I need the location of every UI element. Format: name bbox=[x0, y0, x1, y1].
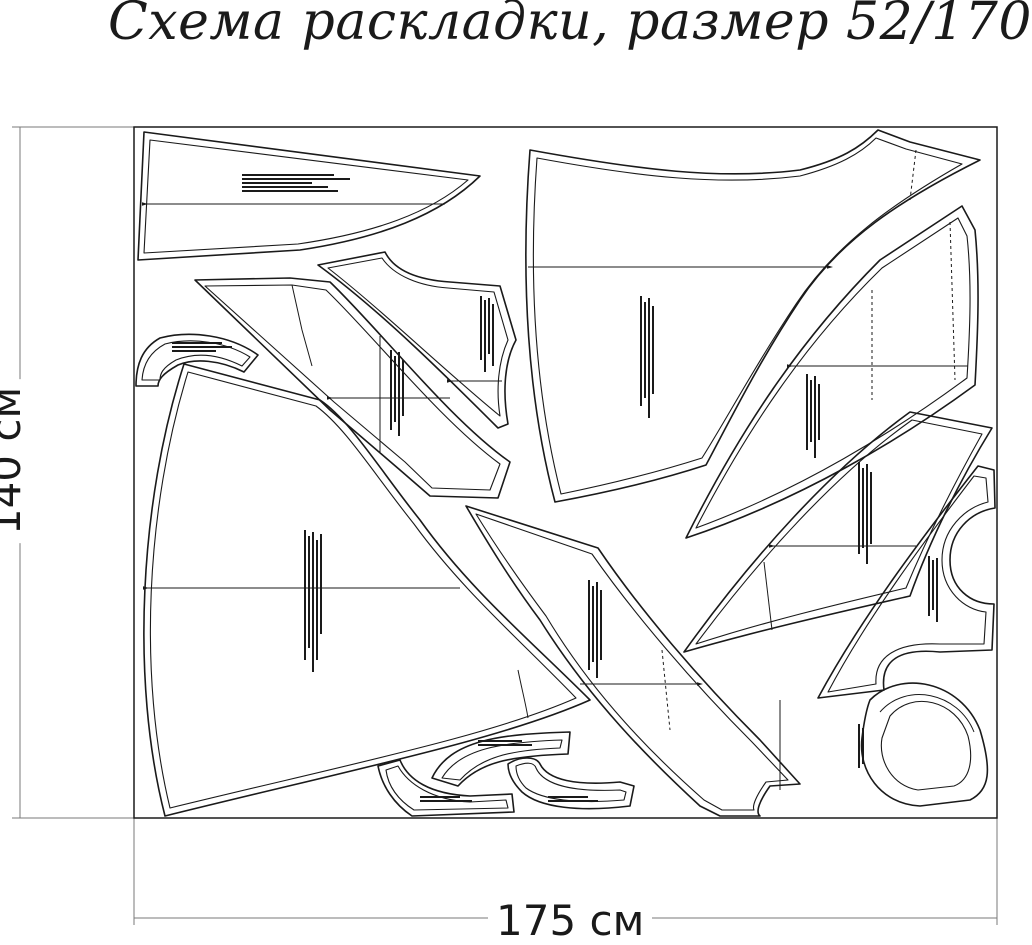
dimension-lines bbox=[12, 126, 998, 925]
piece-label-text bbox=[858, 462, 872, 564]
piece-label-text bbox=[304, 530, 322, 672]
piece-label-text bbox=[420, 796, 472, 802]
piece-label-text bbox=[806, 374, 820, 458]
piece-label-text bbox=[480, 296, 494, 372]
pattern-piece-right-facing bbox=[817, 465, 996, 699]
piece-label-text bbox=[588, 580, 602, 678]
pattern-piece-top-left-wedge bbox=[137, 131, 481, 261]
pattern-piece-left-fan bbox=[143, 363, 591, 817]
piece-label-text bbox=[928, 556, 938, 622]
pattern-piece-collar-small-left bbox=[135, 333, 259, 387]
piece-label-text bbox=[858, 724, 864, 768]
pattern-piece-sleeve-strip bbox=[194, 277, 511, 499]
pattern-piece-facing-strip bbox=[317, 251, 517, 429]
piece-label-text bbox=[548, 796, 598, 802]
pattern-piece-center-diagonal bbox=[465, 505, 801, 817]
piece-label-text bbox=[390, 350, 404, 436]
pattern-piece-mid-right-strip bbox=[683, 411, 993, 653]
pattern-piece-top-right-panel bbox=[525, 129, 981, 503]
width-dimension-label: 175 см bbox=[488, 900, 653, 942]
piece-label-text bbox=[172, 342, 232, 352]
pattern-piece-right-sleeve bbox=[685, 205, 979, 539]
fabric-border bbox=[133, 126, 998, 819]
piece-label-text bbox=[478, 740, 532, 746]
pattern-piece-collar-bottom-3 bbox=[507, 757, 635, 810]
pattern-piece-collar-bottom-1 bbox=[377, 759, 515, 817]
cutting-layout-diagram bbox=[12, 126, 998, 925]
piece-label-text bbox=[242, 174, 350, 192]
page-title: Схема раскладки, размер 52/170 bbox=[108, 0, 1032, 52]
pattern-piece-ring-collar bbox=[858, 682, 989, 807]
piece-label-text bbox=[640, 296, 654, 418]
height-dimension-label: 140 см bbox=[0, 378, 30, 544]
pattern-piece-collar-bottom-2 bbox=[431, 731, 571, 787]
